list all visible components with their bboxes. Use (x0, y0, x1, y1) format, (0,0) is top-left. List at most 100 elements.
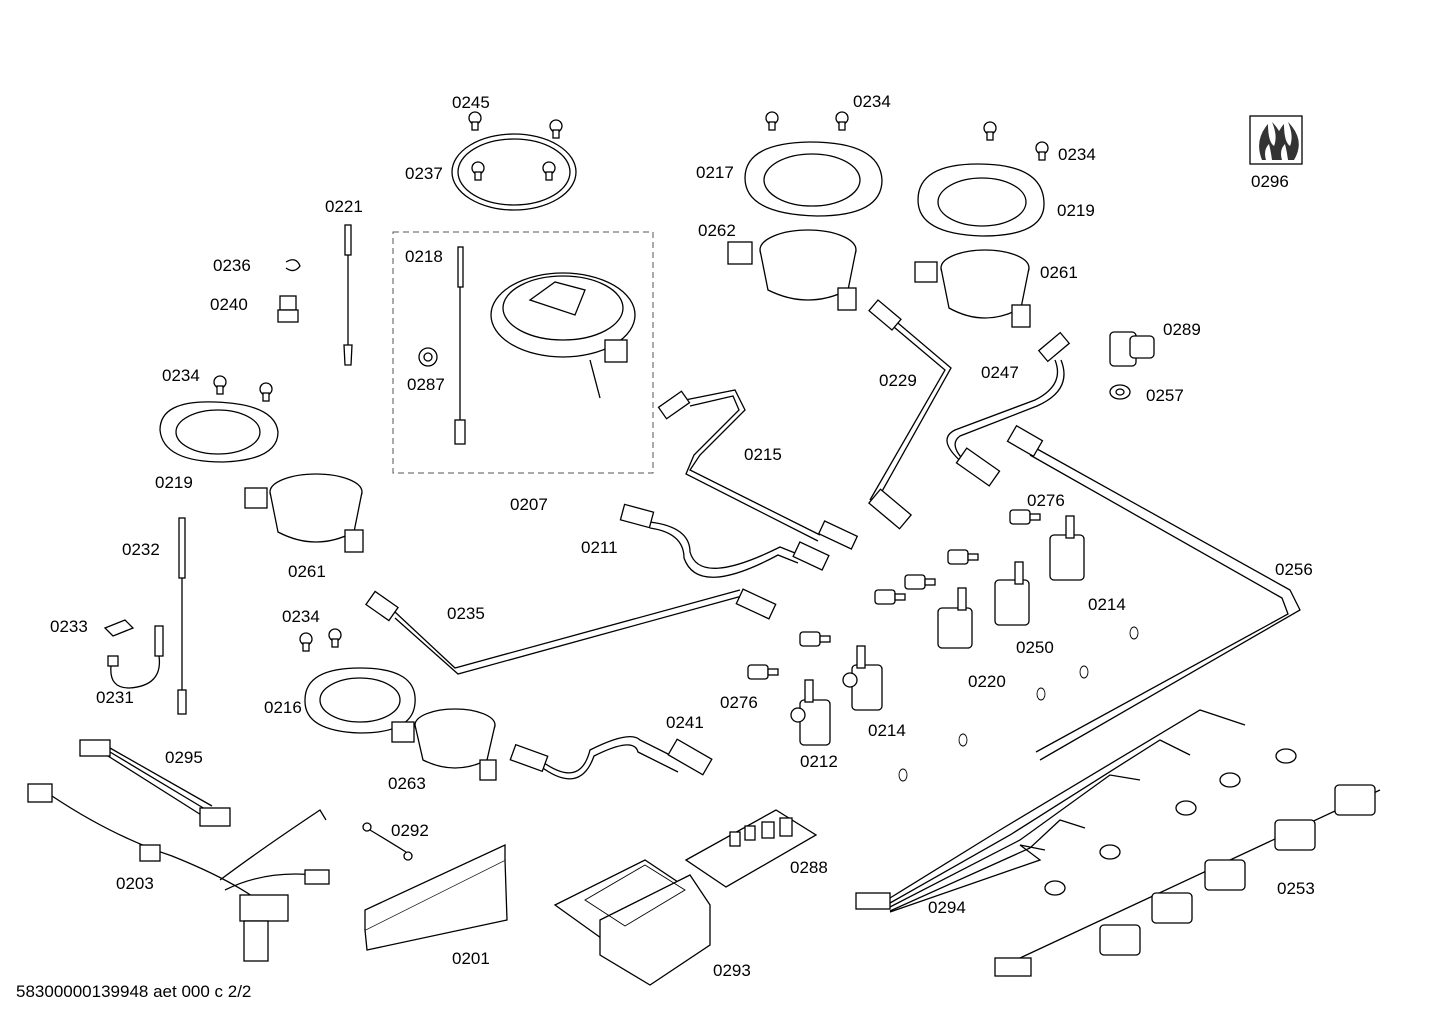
part-label-0203: 0203 (116, 874, 154, 893)
part-label-0263: 0263 (388, 774, 426, 793)
valve-0214-lower (842, 645, 883, 711)
pipe-0215 (684, 389, 821, 536)
part-label-0240: 0240 (210, 295, 248, 314)
part-label-0233: 0233 (50, 617, 88, 636)
part-label-0214-lower: 0214 (868, 721, 906, 740)
part-label-0294: 0294 (928, 898, 966, 917)
part-label-0237: 0237 (405, 164, 443, 183)
burner-cup-0261-left (244, 473, 364, 553)
pipe-0241 (539, 736, 681, 774)
electrode-0231 (107, 625, 164, 689)
part-label-0221: 0221 (325, 197, 363, 216)
part-label-0276-upper: 0276 (1027, 491, 1065, 510)
pipe-0247 (946, 359, 1059, 466)
part-label-0276-lower: 0276 (720, 693, 758, 712)
gasket-0216 (304, 667, 416, 734)
burner-cup-0263 (391, 708, 497, 781)
part-label-0220: 0220 (968, 672, 1006, 691)
gasket-0219-right (917, 163, 1045, 237)
pipe-0215-fittings (657, 390, 859, 550)
part-label-0217: 0217 (696, 163, 734, 182)
part-label-0235: 0235 (447, 604, 485, 623)
part-label-0219-right: 0219 (1057, 201, 1095, 220)
grommets (1044, 748, 1297, 896)
screws-0234-right (983, 121, 1049, 161)
part-label-0261-right: 0261 (1040, 263, 1078, 282)
screws-0234-left (213, 375, 273, 402)
part-label-0207: 0207 (510, 495, 548, 514)
document-reference: 58300000139948 aet 000 c 2/2 (16, 982, 252, 1001)
housing-0293 (553, 859, 711, 986)
part-label-0261-left: 0261 (288, 562, 326, 581)
screws-0245 (468, 111, 563, 181)
burner-cup-0262 (727, 229, 857, 311)
nut-0287 (418, 347, 438, 367)
part-label-0287: 0287 (407, 375, 445, 394)
pipe-0229-fittings (867, 299, 913, 530)
switches-0253 (994, 784, 1381, 977)
valve-0212 (790, 679, 831, 746)
valve-0220 (937, 587, 973, 649)
gasket-0219-left (159, 401, 279, 463)
part-label-0257: 0257 (1146, 386, 1184, 405)
part-label-0232: 0232 (122, 540, 160, 559)
part-label-0262: 0262 (698, 221, 736, 240)
housing-0201 (364, 843, 508, 951)
part-label-0236: 0236 (213, 256, 251, 275)
part-label-0241: 0241 (666, 713, 704, 732)
harness-0294 (855, 709, 1246, 913)
tube-0256 (1006, 424, 1301, 761)
pipe-0211-fittings (619, 503, 830, 571)
part-label-0231: 0231 (96, 688, 134, 707)
screws-0234-top (765, 111, 849, 131)
harness-0203 (27, 783, 330, 962)
part-label-0234-lower: 0234 (282, 607, 320, 626)
gasket-0217 (744, 141, 883, 217)
part-label-0296: 0296 (1251, 172, 1289, 191)
plugs-0276 (747, 509, 1041, 680)
wire-0292 (362, 822, 413, 861)
washer-0257 (1109, 384, 1131, 400)
harness-0295 (79, 739, 231, 827)
part-label-0245: 0245 (452, 93, 490, 112)
part-label-0211: 0211 (581, 538, 618, 557)
part-label-0289: 0289 (1163, 320, 1201, 339)
burner-cup-0261-right (914, 249, 1031, 328)
part-label-0234-right: 0234 (1058, 145, 1096, 164)
part-label-0247: 0247 (981, 363, 1019, 382)
part-label-0234-top: 0234 (853, 92, 891, 111)
screws-0234-lower (299, 628, 342, 652)
part-label-0256: 0256 (1275, 560, 1313, 579)
pipe-0211 (649, 521, 801, 569)
pipe-0241-fittings (509, 738, 713, 776)
part-label-0219-left: 0219 (155, 473, 193, 492)
o-rings (898, 626, 1139, 782)
part-label-0212: 0212 (800, 752, 838, 771)
part-label-0250: 0250 (1016, 638, 1054, 657)
part-label-0229: 0229 (879, 371, 917, 390)
part-label-0253: 0253 (1277, 879, 1315, 898)
pipe-0235-fittings (365, 588, 777, 622)
part-label-0201: 0201 (452, 949, 490, 968)
part-label-0216: 0216 (264, 698, 302, 717)
thermocouple-0218 (454, 246, 466, 445)
gasket-0237 (451, 133, 577, 211)
part-label-0295: 0295 (165, 748, 203, 767)
part-label-0215: 0215 (744, 445, 782, 464)
part-label-0293: 0293 (713, 961, 751, 980)
elbow-0289 (1109, 331, 1155, 367)
part-label-0288: 0288 (790, 858, 828, 877)
assembly-0207-boundary (392, 231, 654, 474)
nozzle-0240 (277, 295, 299, 323)
part-label-0234-left: 0234 (162, 366, 200, 385)
thermocouple-0232 (177, 517, 187, 715)
pipe-0235 (394, 589, 741, 669)
pipe-0229 (869, 321, 946, 501)
part-label-0214-upper: 0214 (1088, 595, 1126, 614)
flame-logo-0296 (1249, 115, 1303, 165)
part-label-0218: 0218 (405, 247, 443, 266)
part-label-0292: 0292 (391, 821, 429, 840)
electrode-0221 (343, 224, 353, 366)
